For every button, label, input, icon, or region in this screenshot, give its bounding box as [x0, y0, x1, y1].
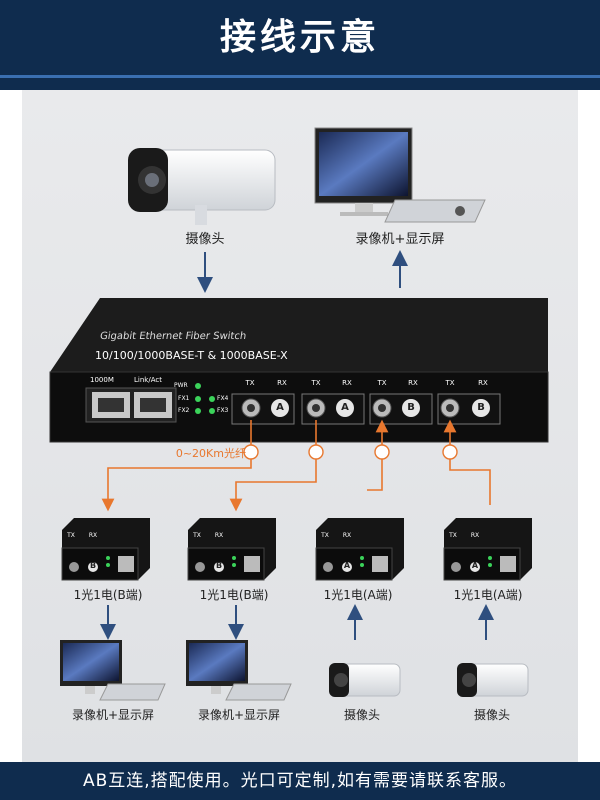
conv2-end: B	[215, 561, 223, 570]
camera-icon-4	[457, 663, 529, 697]
conv4-tx: TX	[449, 532, 457, 539]
port3-end-label: B	[407, 402, 415, 413]
media-converter-1	[61, 518, 150, 581]
header-divider	[0, 75, 600, 78]
port2-rx-label: RX	[342, 379, 352, 387]
port4-tx-label: TX	[445, 379, 455, 387]
media-converter-3	[315, 518, 404, 581]
port2-end-label: A	[341, 402, 349, 413]
fiber-connector-icons	[243, 444, 458, 460]
port3-tx-label: TX	[377, 379, 387, 387]
port2-tx-label: TX	[311, 379, 321, 387]
led-label-pwr: PWR	[174, 382, 188, 389]
converter-label-3: 1光1电(A端)	[323, 588, 393, 602]
media-converter-4	[443, 518, 532, 581]
top-nvr-label: 录像机+显示屏	[355, 232, 445, 247]
converter-label-1: 1光1电(B端)	[73, 588, 143, 602]
footer-note: AB互连,搭配使用。光口可定制,如有需要请联系客服。	[0, 762, 600, 800]
port3-rx-label: RX	[408, 379, 418, 387]
port1-rx-label: RX	[277, 379, 287, 387]
device-label-1: 录像机+显示屏	[71, 708, 155, 722]
conv1-rx: RX	[88, 532, 98, 539]
fiber-port-2	[301, 393, 365, 425]
top-camera-icon	[128, 148, 276, 225]
conv3-tx: TX	[321, 532, 329, 539]
conv1-tx: TX	[67, 532, 75, 539]
switch-name-line1: Gigabit Ethernet Fiber Switch	[99, 331, 247, 342]
port4-rx-label: RX	[478, 379, 488, 387]
conv2-tx: TX	[193, 532, 201, 539]
port1-end-label: A	[276, 402, 284, 413]
conv2-rx: RX	[214, 532, 224, 539]
converter-label-4: 1光1电(A端)	[453, 588, 523, 602]
led-label-fx2: FX2	[178, 407, 190, 414]
conv3-end: A	[343, 561, 351, 570]
fiber-length-label: 0~20Km光纤	[175, 447, 246, 460]
top-monitor-icon	[314, 127, 486, 223]
device-label-2: 录像机+显示屏	[197, 708, 281, 722]
port4-end-label: B	[477, 402, 485, 413]
conv1-end: B	[89, 561, 97, 570]
converter-label-2: 1光1电(B端)	[199, 588, 269, 602]
port1-tx-label: TX	[245, 379, 255, 387]
media-converter-2	[187, 518, 276, 581]
header-banner: 接线示意	[0, 0, 600, 90]
page-title: 接线示意	[219, 17, 380, 58]
conv4-rx: RX	[470, 532, 480, 539]
fiber-port-1	[231, 393, 295, 425]
top-camera-label: 摄像头	[185, 232, 225, 247]
conv4-end: A	[471, 561, 479, 570]
camera-icon-3	[329, 663, 401, 697]
monitor-icon-1	[60, 640, 166, 701]
led-label-fx1: FX1	[178, 395, 190, 402]
led-label-fx4: FX4	[217, 395, 229, 402]
rj45-label-linkact: Link/Act	[134, 376, 162, 384]
monitor-icon-2	[186, 640, 292, 701]
led-label-fx3: FX3	[217, 407, 229, 414]
fiber-port-4	[437, 393, 501, 425]
fiber-port-3	[369, 393, 433, 425]
diagram-graphics	[49, 127, 549, 701]
conv3-rx: RX	[342, 532, 352, 539]
device-label-3: 摄像头	[343, 708, 380, 722]
switch-name-line2: 10/100/1000BASE-T & 1000BASE-X	[95, 349, 288, 362]
device-label-4: 摄像头	[473, 708, 510, 722]
rj45-label-1000m: 1000M	[90, 376, 114, 384]
